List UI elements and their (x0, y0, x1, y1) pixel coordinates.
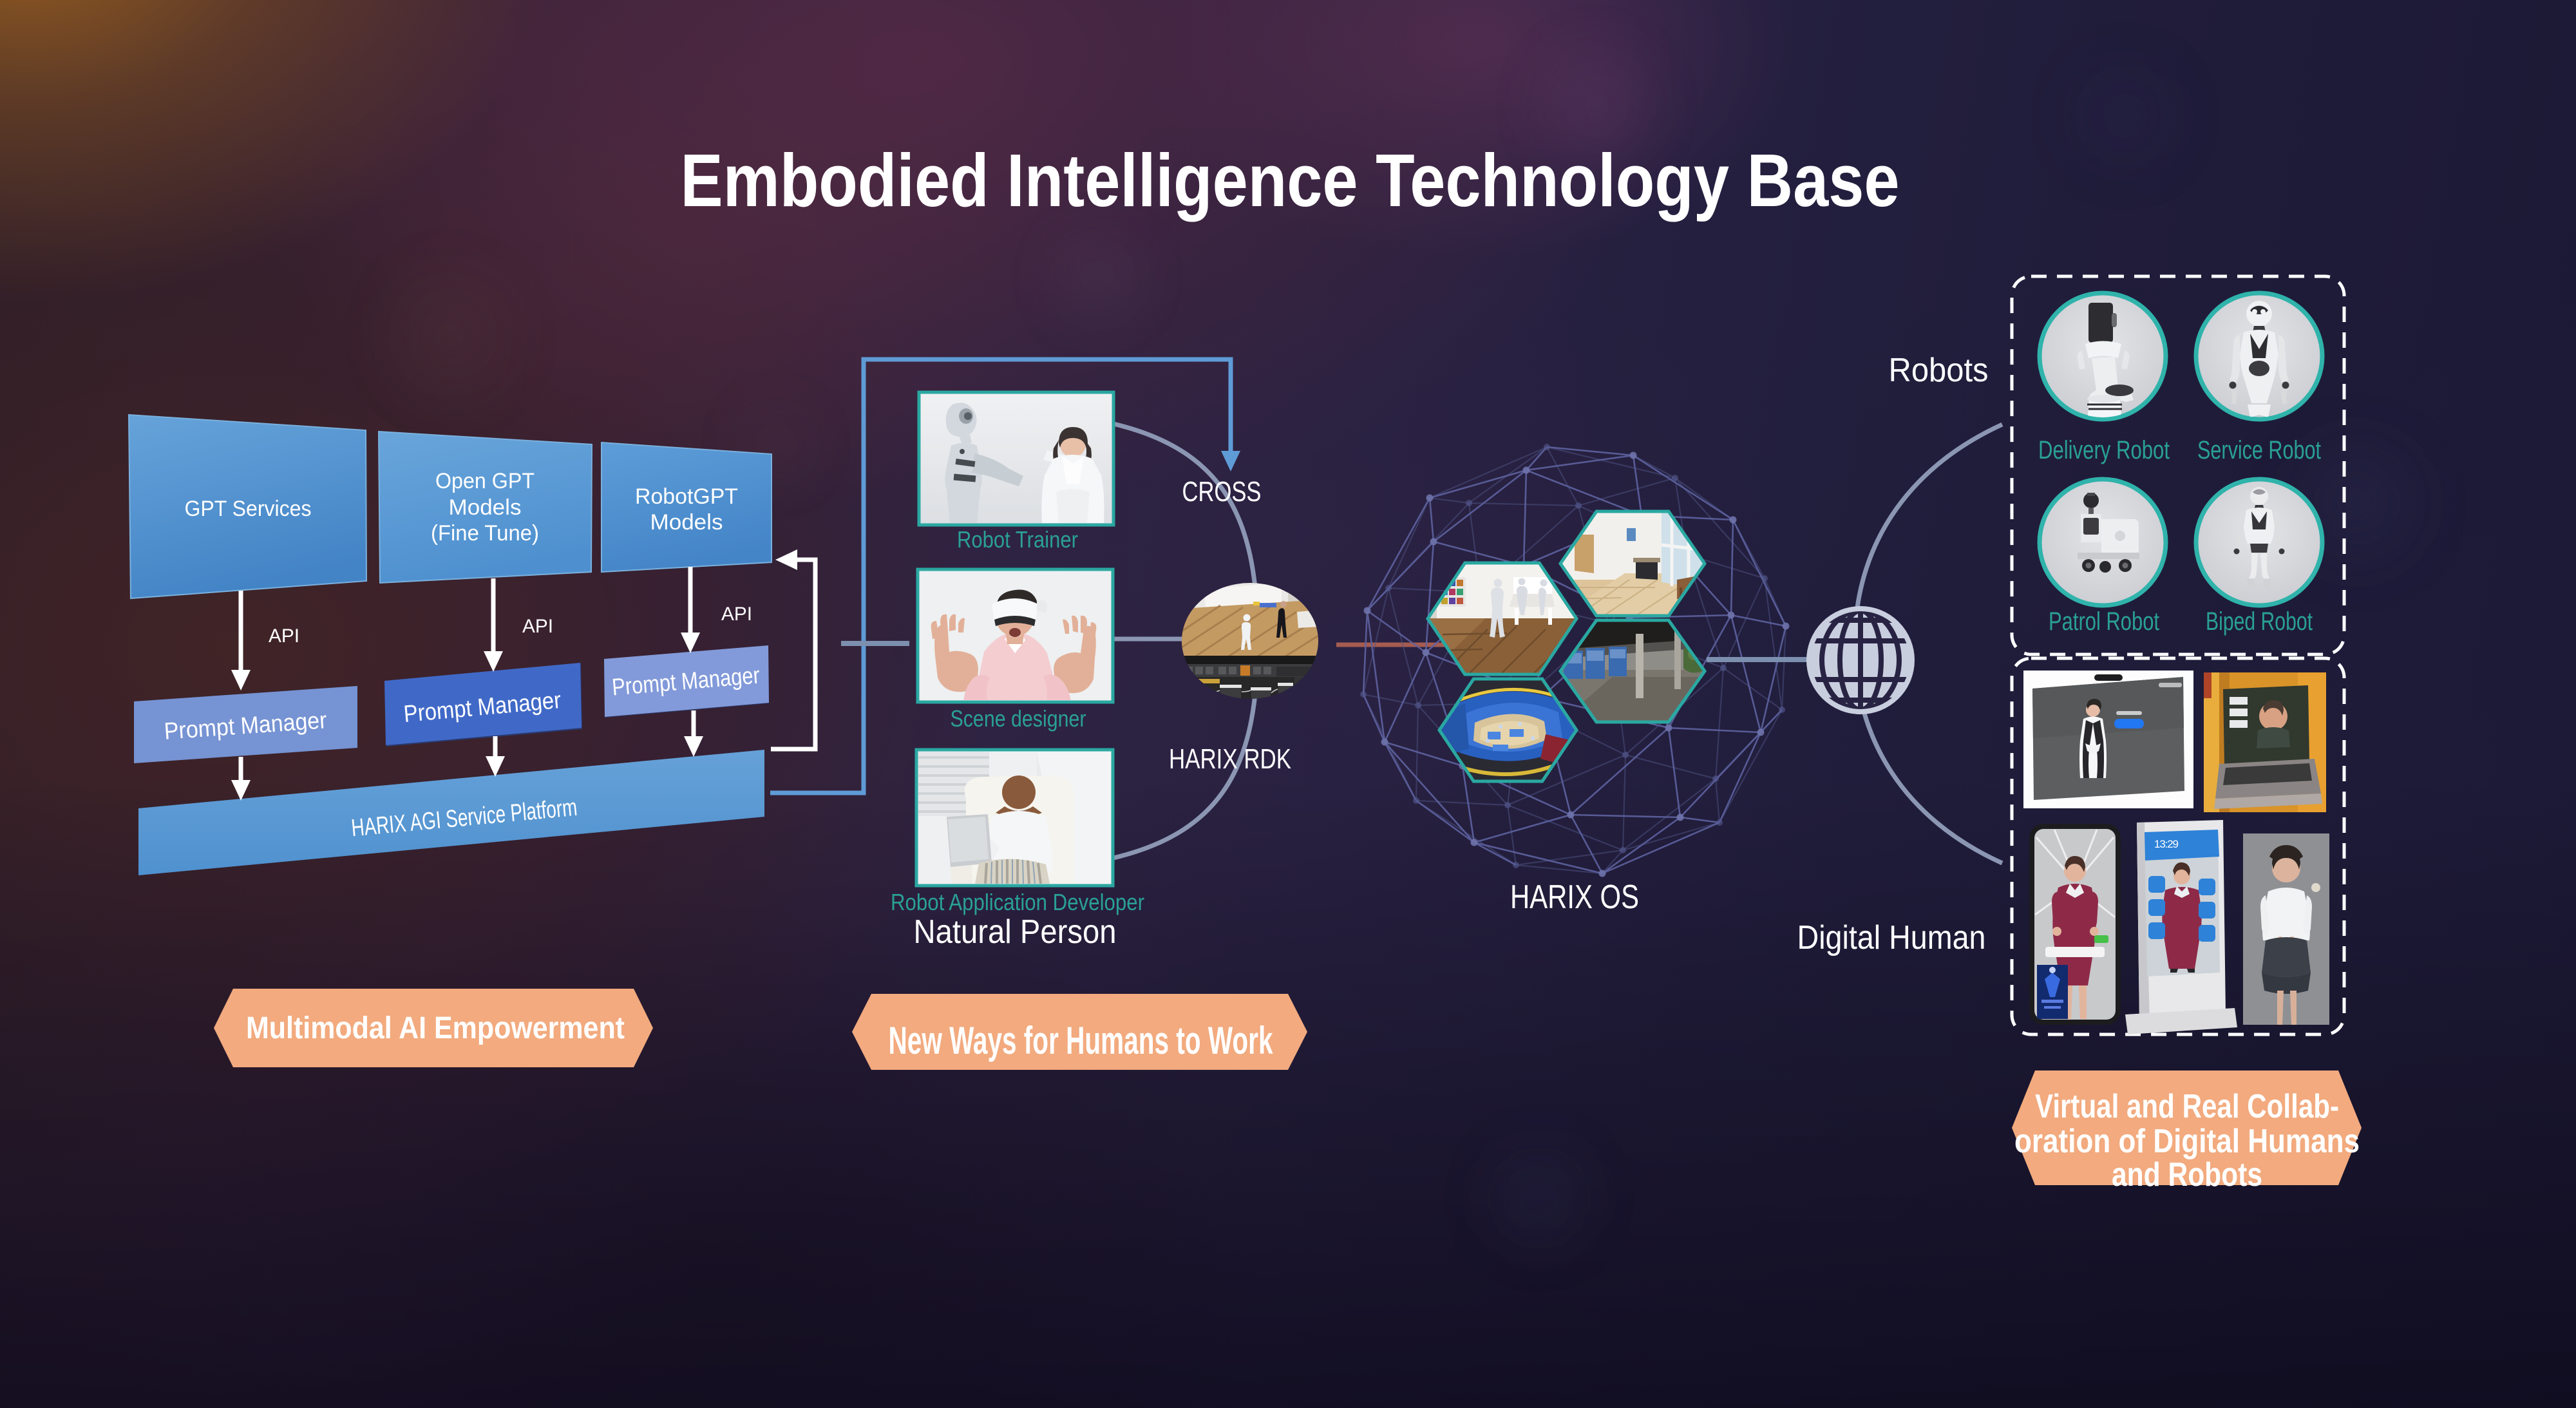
svg-text:API: API (721, 604, 752, 625)
svg-text:GPT Services: GPT Services (185, 497, 312, 521)
svg-text:Biped Robot: Biped Robot (2206, 607, 2313, 636)
svg-text:Service Robot: Service Robot (2197, 436, 2321, 464)
svg-text:and Robots: and Robots (2112, 1156, 2262, 1194)
svg-text:Natural Person: Natural Person (914, 913, 1117, 951)
svg-text:Scene designer: Scene designer (951, 705, 1086, 732)
svg-text:HARIX RDK: HARIX RDK (1169, 743, 1291, 775)
svg-text:HARIX OS: HARIX OS (1510, 879, 1639, 916)
svg-text:Models: Models (449, 495, 522, 520)
svg-text:RobotGPT: RobotGPT (635, 484, 738, 509)
svg-text:Multimodal AI Empowerment: Multimodal AI Empowerment (246, 1011, 625, 1045)
svg-text:13:29: 13:29 (2154, 838, 2179, 850)
svg-text:API: API (522, 616, 553, 637)
svg-text:(Fine Tune): (Fine Tune) (431, 521, 539, 546)
svg-text:oration of Digital Humans: oration of Digital Humans (2014, 1123, 2360, 1160)
svg-text:Virtual and Real Collab-: Virtual and Real Collab- (2035, 1088, 2339, 1125)
svg-text:Robot Application Developer: Robot Application Developer (891, 889, 1144, 915)
svg-text:New Ways for Humans to Work: New Ways for Humans to Work (889, 1019, 1273, 1062)
svg-text:Open GPT: Open GPT (435, 469, 535, 493)
svg-text:Patrol Robot: Patrol Robot (2049, 607, 2159, 636)
svg-text:Models: Models (650, 510, 723, 535)
svg-text:Digital Human: Digital Human (1797, 919, 1986, 956)
svg-text:Robots: Robots (1889, 352, 1989, 389)
svg-text:Embodied Intelligence Technolo: Embodied Intelligence Technology Base (681, 138, 1900, 222)
svg-text:Robot Trainer: Robot Trainer (957, 526, 1078, 553)
svg-text:Delivery Robot: Delivery Robot (2038, 436, 2170, 464)
svg-text:API: API (269, 625, 299, 647)
svg-text:CROSS: CROSS (1182, 476, 1262, 508)
